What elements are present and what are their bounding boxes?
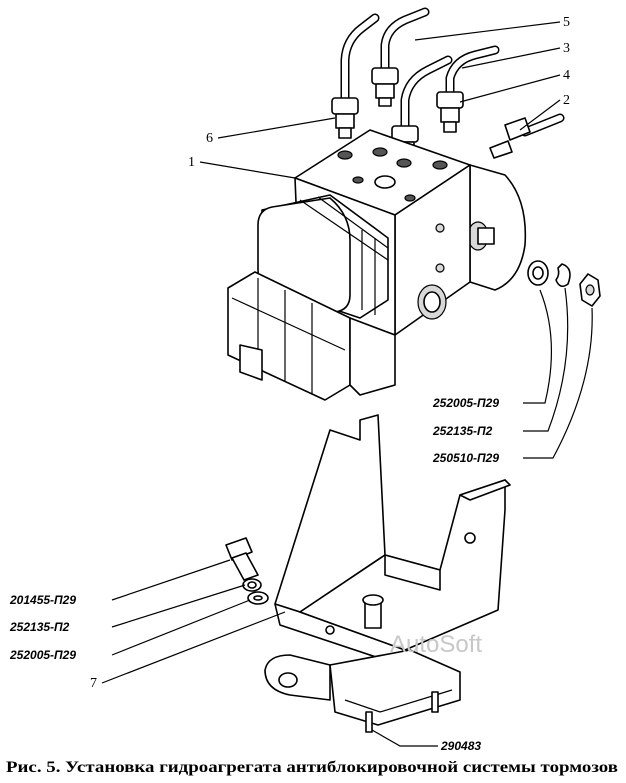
fitting-5 — [371, 67, 399, 107]
fitting-2 — [489, 117, 531, 159]
code-washer-right: 252005-П29 — [432, 396, 499, 410]
callout-5: 5 — [563, 15, 570, 30]
callout-6: 6 — [206, 131, 213, 146]
watermark: AutoSoft — [390, 631, 482, 658]
code-washer-left: 252005-П29 — [9, 648, 76, 662]
code-bolt-left: 201455-П29 — [9, 593, 76, 607]
callout-7: 7 — [90, 676, 97, 691]
bracket — [264, 414, 511, 733]
code-spring-washer-left: 252135-П2 — [9, 620, 70, 634]
fitting-6 — [331, 97, 359, 139]
bolt-left — [225, 537, 269, 605]
figure-caption: Рис. 5. Установка гидроагрегата антиблок… — [6, 759, 618, 776]
fitting-4 — [436, 91, 464, 133]
brake-pipes — [340, 7, 565, 137]
code-spring-washer-right: 252135-П2 — [432, 424, 493, 438]
code-stud: 290483 — [440, 739, 481, 753]
code-nut-right: 250510-П29 — [432, 451, 499, 465]
leader-lines — [101, 21, 593, 747]
callout-4: 4 — [563, 68, 570, 83]
callout-1: 1 — [188, 155, 195, 170]
hydraulic-unit — [227, 129, 527, 401]
callout-2: 2 — [563, 93, 570, 108]
washer-nut-right — [527, 260, 601, 307]
callout-3: 3 — [563, 41, 570, 56]
